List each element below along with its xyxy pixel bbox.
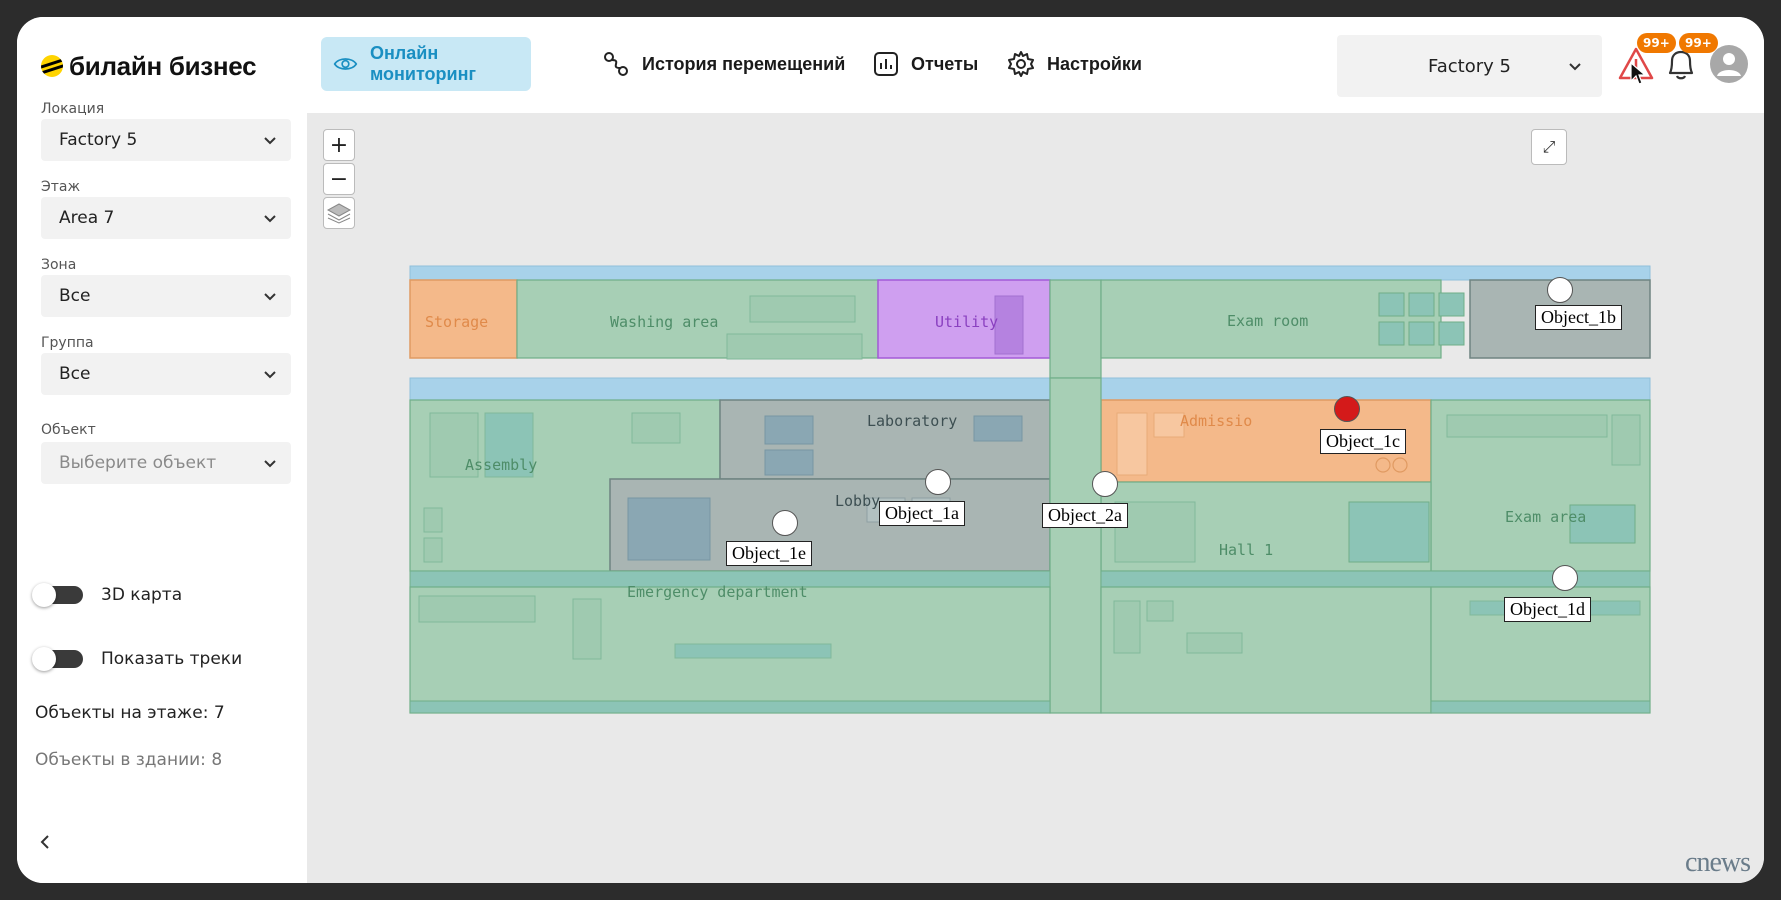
room-lobby: Lobby bbox=[835, 492, 880, 510]
chevron-down-icon bbox=[264, 371, 276, 379]
collapse-sidebar-icon[interactable] bbox=[35, 832, 55, 852]
floor-select[interactable]: Area 7 bbox=[41, 197, 291, 239]
floor-objects-stat: Объекты на этаже: 7 bbox=[35, 703, 225, 723]
location-label: Локация bbox=[41, 101, 105, 117]
chevron-down-icon bbox=[264, 215, 276, 223]
toggle-switch[interactable] bbox=[32, 583, 83, 607]
group-select[interactable]: Все bbox=[41, 353, 291, 395]
avatar[interactable] bbox=[1709, 44, 1749, 84]
object-dot-alert[interactable] bbox=[1334, 396, 1360, 422]
location-value: Factory 5 bbox=[59, 130, 138, 150]
building-objects-count: 8 bbox=[211, 750, 223, 770]
object-label: Object_1d bbox=[1504, 597, 1591, 622]
bell-icon[interactable] bbox=[1664, 47, 1698, 83]
zoom-in-button[interactable]: + bbox=[323, 129, 355, 161]
room-laboratory: Laboratory bbox=[867, 412, 957, 430]
object-label: Object_1a bbox=[879, 501, 965, 526]
cnews-watermark: cnews bbox=[1685, 847, 1751, 878]
floor-label: Этаж bbox=[41, 179, 81, 195]
floor-plan: Storage Washing area Utility Exam room L… bbox=[409, 265, 1651, 714]
object-select[interactable]: Выберите объект bbox=[41, 442, 291, 484]
object-dot[interactable] bbox=[772, 510, 798, 536]
cursor-icon bbox=[1630, 61, 1647, 85]
expand-icon: ⤢ bbox=[1542, 137, 1556, 156]
app-window: билайн бизнес Локация Factory 5 Этаж Are… bbox=[17, 17, 1764, 883]
building-objects-stat: Объекты в здании: 8 bbox=[35, 750, 222, 770]
room-washing-area: Washing area bbox=[610, 313, 718, 331]
room-emergency-department: Emergency department bbox=[627, 583, 808, 601]
building-objects-label: Объекты в здании: bbox=[35, 750, 206, 770]
nav-label: История перемещений bbox=[642, 53, 846, 74]
room-exam-room: Exam room bbox=[1227, 312, 1308, 330]
toggle-3d-map-label: 3D карта bbox=[101, 585, 183, 605]
object-dot[interactable] bbox=[1547, 277, 1573, 303]
object-label: Object_1c bbox=[1320, 429, 1406, 454]
toggle-switch[interactable] bbox=[32, 647, 83, 671]
factory-select[interactable]: Factory 5 bbox=[1337, 35, 1602, 97]
layers-button[interactable] bbox=[323, 197, 355, 229]
zone-select[interactable]: Все bbox=[41, 275, 291, 317]
toggle-tracks[interactable]: Показать треки bbox=[32, 647, 243, 671]
factory-select-value: Factory 5 bbox=[1428, 55, 1511, 77]
alerts-badge: 99+ bbox=[1637, 33, 1676, 53]
chevron-down-icon bbox=[264, 137, 276, 145]
eye-icon bbox=[333, 58, 358, 70]
floor-value: Area 7 bbox=[59, 208, 115, 228]
chart-icon bbox=[874, 52, 898, 76]
sidebar: билайн бизнес Локация Factory 5 Этаж Are… bbox=[17, 17, 307, 883]
nav-online-monitoring[interactable]: Онлайн мониторинг bbox=[321, 37, 531, 91]
brand-logo[interactable]: билайн бизнес bbox=[41, 49, 257, 83]
route-icon bbox=[604, 52, 628, 76]
object-label: Object_1b bbox=[1535, 305, 1622, 330]
object-placeholder: Выберите объект bbox=[59, 453, 217, 473]
chevron-down-icon bbox=[264, 460, 276, 468]
object-label: Объект bbox=[41, 422, 96, 438]
fullscreen-button[interactable]: ⤢ bbox=[1531, 129, 1567, 165]
object-dot[interactable] bbox=[925, 469, 951, 495]
nav-settings[interactable]: Настройки bbox=[1007, 37, 1142, 91]
notifications-badge: 99+ bbox=[1679, 33, 1718, 53]
object-label: Object_1e bbox=[726, 541, 812, 566]
chevron-down-icon bbox=[264, 293, 276, 301]
zoom-out-button[interactable]: − bbox=[323, 163, 355, 195]
toggle-3d-map[interactable]: 3D карта bbox=[32, 583, 183, 607]
gear-icon bbox=[1008, 51, 1034, 77]
top-navigation: Онлайн мониторинг История перемещений От… bbox=[307, 17, 1764, 113]
object-label: Object_2a bbox=[1042, 503, 1128, 528]
zone-label: Зона bbox=[41, 257, 77, 273]
nav-movement-history[interactable]: История перемещений bbox=[602, 37, 845, 91]
brand-name: билайн бизнес bbox=[69, 50, 257, 81]
location-select[interactable]: Factory 5 bbox=[41, 119, 291, 161]
toggle-tracks-label: Показать треки bbox=[101, 649, 243, 669]
layers-icon bbox=[326, 203, 352, 224]
room-storage: Storage bbox=[425, 313, 488, 331]
floor-objects-label: Объекты на этаже: bbox=[35, 703, 209, 723]
object-dot[interactable] bbox=[1552, 565, 1578, 591]
room-exam-area: Exam area bbox=[1505, 508, 1586, 526]
chevron-down-icon bbox=[1569, 63, 1581, 71]
nav-reports[interactable]: Отчеты bbox=[873, 37, 978, 91]
room-assembly: Assembly bbox=[465, 456, 537, 474]
nav-label: Настройки bbox=[1047, 53, 1142, 74]
zone-value: Все bbox=[59, 286, 91, 306]
room-hall-1: Hall 1 bbox=[1219, 541, 1273, 559]
floor-objects-count: 7 bbox=[213, 703, 225, 723]
nav-label: Онлайн мониторинг bbox=[369, 43, 476, 84]
object-dot[interactable] bbox=[1092, 471, 1118, 497]
room-admission: Admissio bbox=[1180, 412, 1252, 430]
group-label: Группа bbox=[41, 335, 94, 351]
group-value: Все bbox=[59, 364, 91, 384]
beeline-logo-icon bbox=[41, 55, 63, 77]
nav-label: Отчеты bbox=[911, 53, 979, 74]
room-utility: Utility bbox=[935, 313, 998, 331]
floor-map[interactable]: Storage Washing area Utility Exam room L… bbox=[307, 113, 1764, 883]
